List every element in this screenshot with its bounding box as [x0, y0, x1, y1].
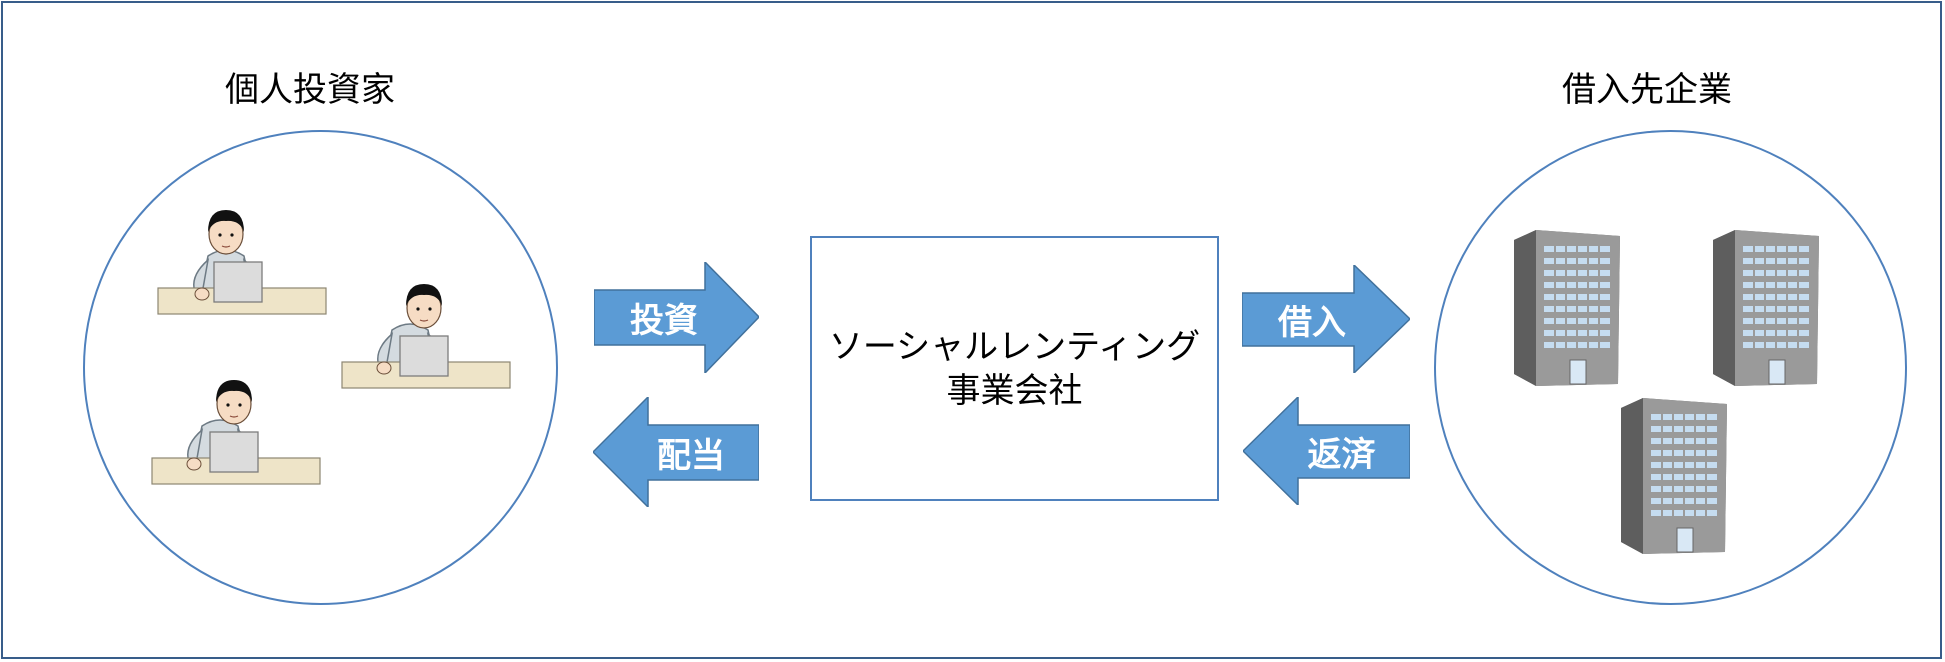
investor-illustration [156, 204, 332, 320]
building-icon [1621, 398, 1729, 558]
invest-arrow: 投資 [594, 262, 759, 373]
dividend-arrow: 配当 [593, 397, 759, 507]
borrow-label: 借入 [1278, 302, 1346, 343]
investor-illustration [150, 374, 326, 490]
invest-label: 投資 [630, 301, 698, 341]
building-icon [1713, 230, 1821, 390]
borrower-companies-title: 借入先企業 [1562, 70, 1732, 110]
building-icon [1514, 230, 1622, 390]
individual-investors-title: 個人投資家 [225, 70, 395, 110]
investor-illustration [340, 278, 516, 394]
repay-arrow: 返済 [1243, 397, 1410, 505]
social-lending-company-box: ソーシャルレンティング 事業会社 [810, 236, 1219, 501]
company-name-line2: 事業会社 [946, 370, 1083, 411]
company-name-line1: ソーシャルレンティング [828, 326, 1201, 367]
borrow-arrow: 借入 [1242, 265, 1410, 373]
dividend-label: 配当 [657, 435, 725, 476]
repay-label: 返済 [1307, 434, 1376, 475]
